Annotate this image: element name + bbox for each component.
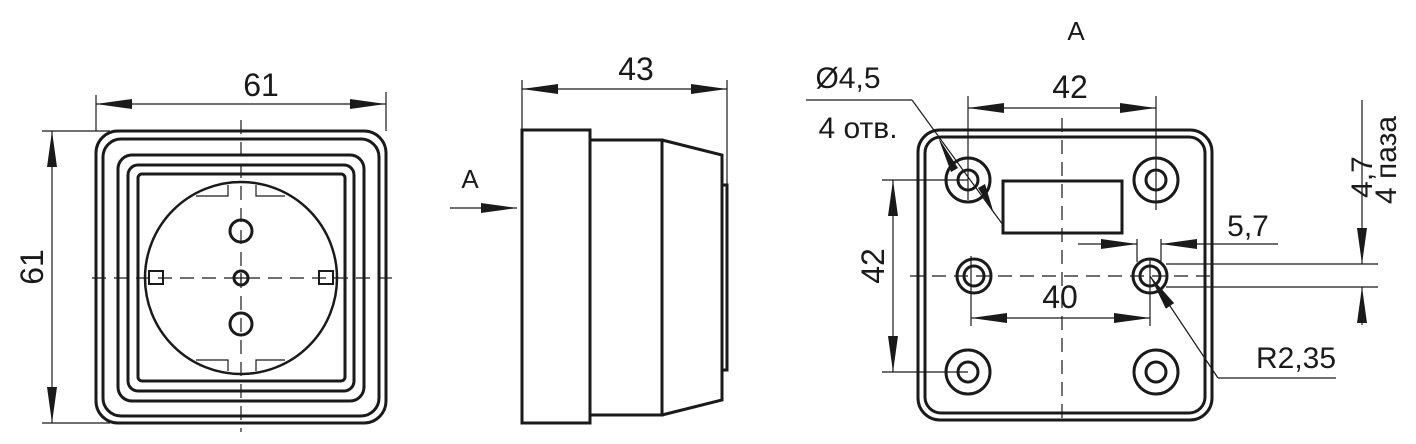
view-label: A	[1067, 16, 1085, 46]
pin-hole-bottom	[228, 311, 254, 337]
side-back	[720, 183, 729, 372]
dim-slot-width: 4,7	[1346, 156, 1379, 198]
back-view: A 42 42 40 5,7	[806, 16, 1403, 425]
side-taper	[661, 138, 724, 417]
dim-slot-radius: R2,35	[1256, 342, 1336, 375]
side-view: 43 A	[450, 51, 729, 425]
base-outer	[916, 128, 1214, 422]
dim-hole-diameter: Ø4,5	[815, 62, 880, 95]
front-view: 61 61	[14, 67, 398, 432]
view-arrow-label: A	[461, 164, 479, 194]
dim-height-label: 61	[14, 249, 50, 285]
dim-slot-offset: 5,7	[1227, 210, 1269, 243]
dim-depth-label: 43	[618, 51, 654, 87]
side-body	[588, 138, 664, 417]
dim-hole-count: 4 отв.	[818, 112, 897, 145]
dim-mid-spacing: 40	[1042, 279, 1078, 315]
dim-top-spacing: 42	[1052, 69, 1088, 105]
side-frame	[520, 128, 592, 425]
dim-left-spacing: 42	[855, 248, 891, 284]
base-inner	[923, 135, 1207, 415]
ground-clips	[196, 185, 285, 371]
dim-slot-count: 4 паза	[1370, 116, 1403, 204]
dim-width-label: 61	[243, 67, 279, 103]
